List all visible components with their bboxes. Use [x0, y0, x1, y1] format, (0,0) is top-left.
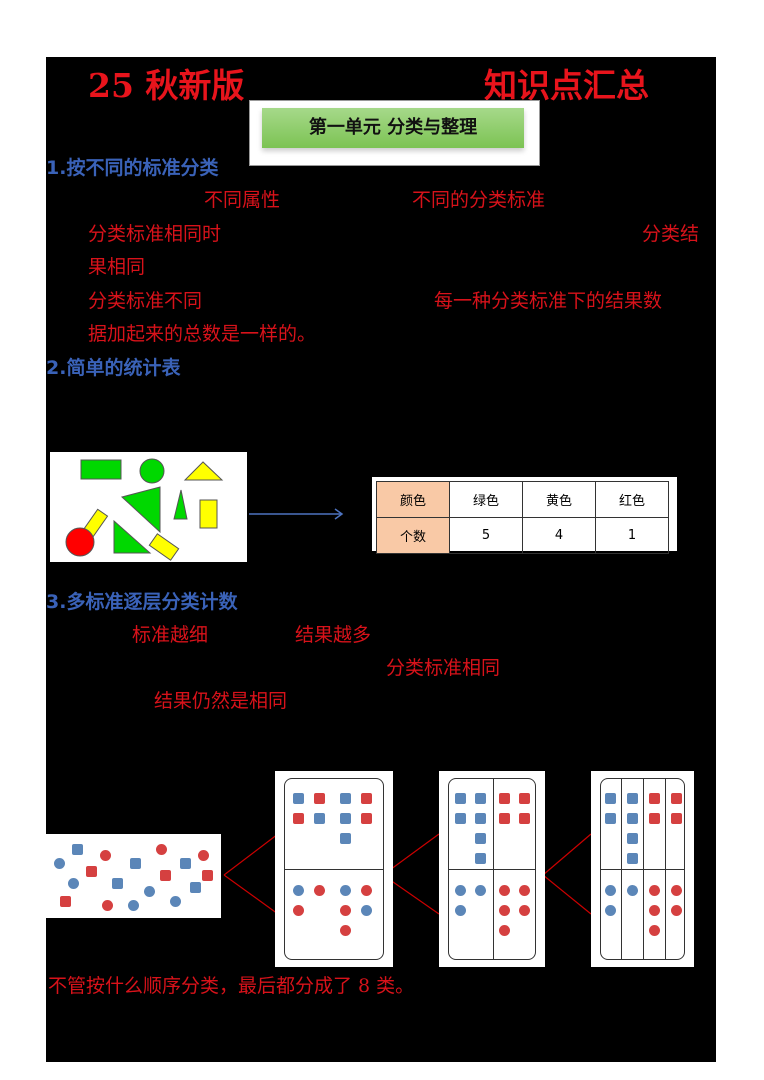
table-cell: 5 — [449, 517, 523, 554]
text: 分类标准不同 — [88, 290, 203, 312]
table-cell: 4 — [522, 517, 596, 554]
text: 每一种分类标准下的结果数 — [434, 290, 663, 312]
table-cell: 个数 — [376, 517, 450, 554]
unit-title: 第一单元 分类与整理 — [262, 108, 524, 148]
section-1-heading: 1.按不同的标准分类 — [46, 157, 219, 179]
table-cell: 黄色 — [522, 481, 596, 518]
shapes-figure — [50, 452, 247, 562]
title-left: 25 秋新版 — [88, 66, 245, 105]
classification-card-3 — [591, 771, 694, 967]
text: 不同的分类标准 — [412, 189, 546, 211]
text: 果相同 — [88, 256, 146, 278]
table-cell: 红色 — [595, 481, 669, 518]
mixed-buttons-figure — [46, 834, 221, 918]
text: 标准越细 — [132, 624, 209, 646]
title-right: 知识点汇总 — [484, 66, 649, 105]
table-cell: 1 — [595, 517, 669, 554]
text: 分类标准相同 — [386, 657, 501, 679]
classification-card-2 — [439, 771, 545, 967]
text: 不同属性 — [204, 189, 281, 211]
text: 结果仍然是相同 — [154, 690, 288, 712]
unit-banner: 第一单元 分类与整理 — [249, 100, 540, 166]
classification-card-1 — [275, 771, 393, 967]
text: 结果越多 — [295, 624, 372, 646]
document-page: 25 秋新版 知识点汇总 第一单元 分类与整理 1.按不同的标准分类 不同属性 … — [46, 57, 716, 1062]
section-3-heading: 3.多标准逐层分类计数 — [46, 591, 238, 613]
arrow-icon — [249, 508, 344, 520]
table-cell: 颜色 — [376, 481, 450, 518]
table-cell: 绿色 — [449, 481, 523, 518]
conclusion-text: 不管按什么顺序分类，最后都分成了 8 类。 — [48, 975, 415, 997]
table-row: 颜色绿色黄色红色 — [376, 481, 669, 518]
text: 分类结 — [642, 223, 700, 245]
text: 据加起来的总数是一样的。 — [88, 323, 317, 345]
section-2-heading: 2.简单的统计表 — [46, 357, 181, 379]
text: 分类标准相同时 — [88, 223, 222, 245]
